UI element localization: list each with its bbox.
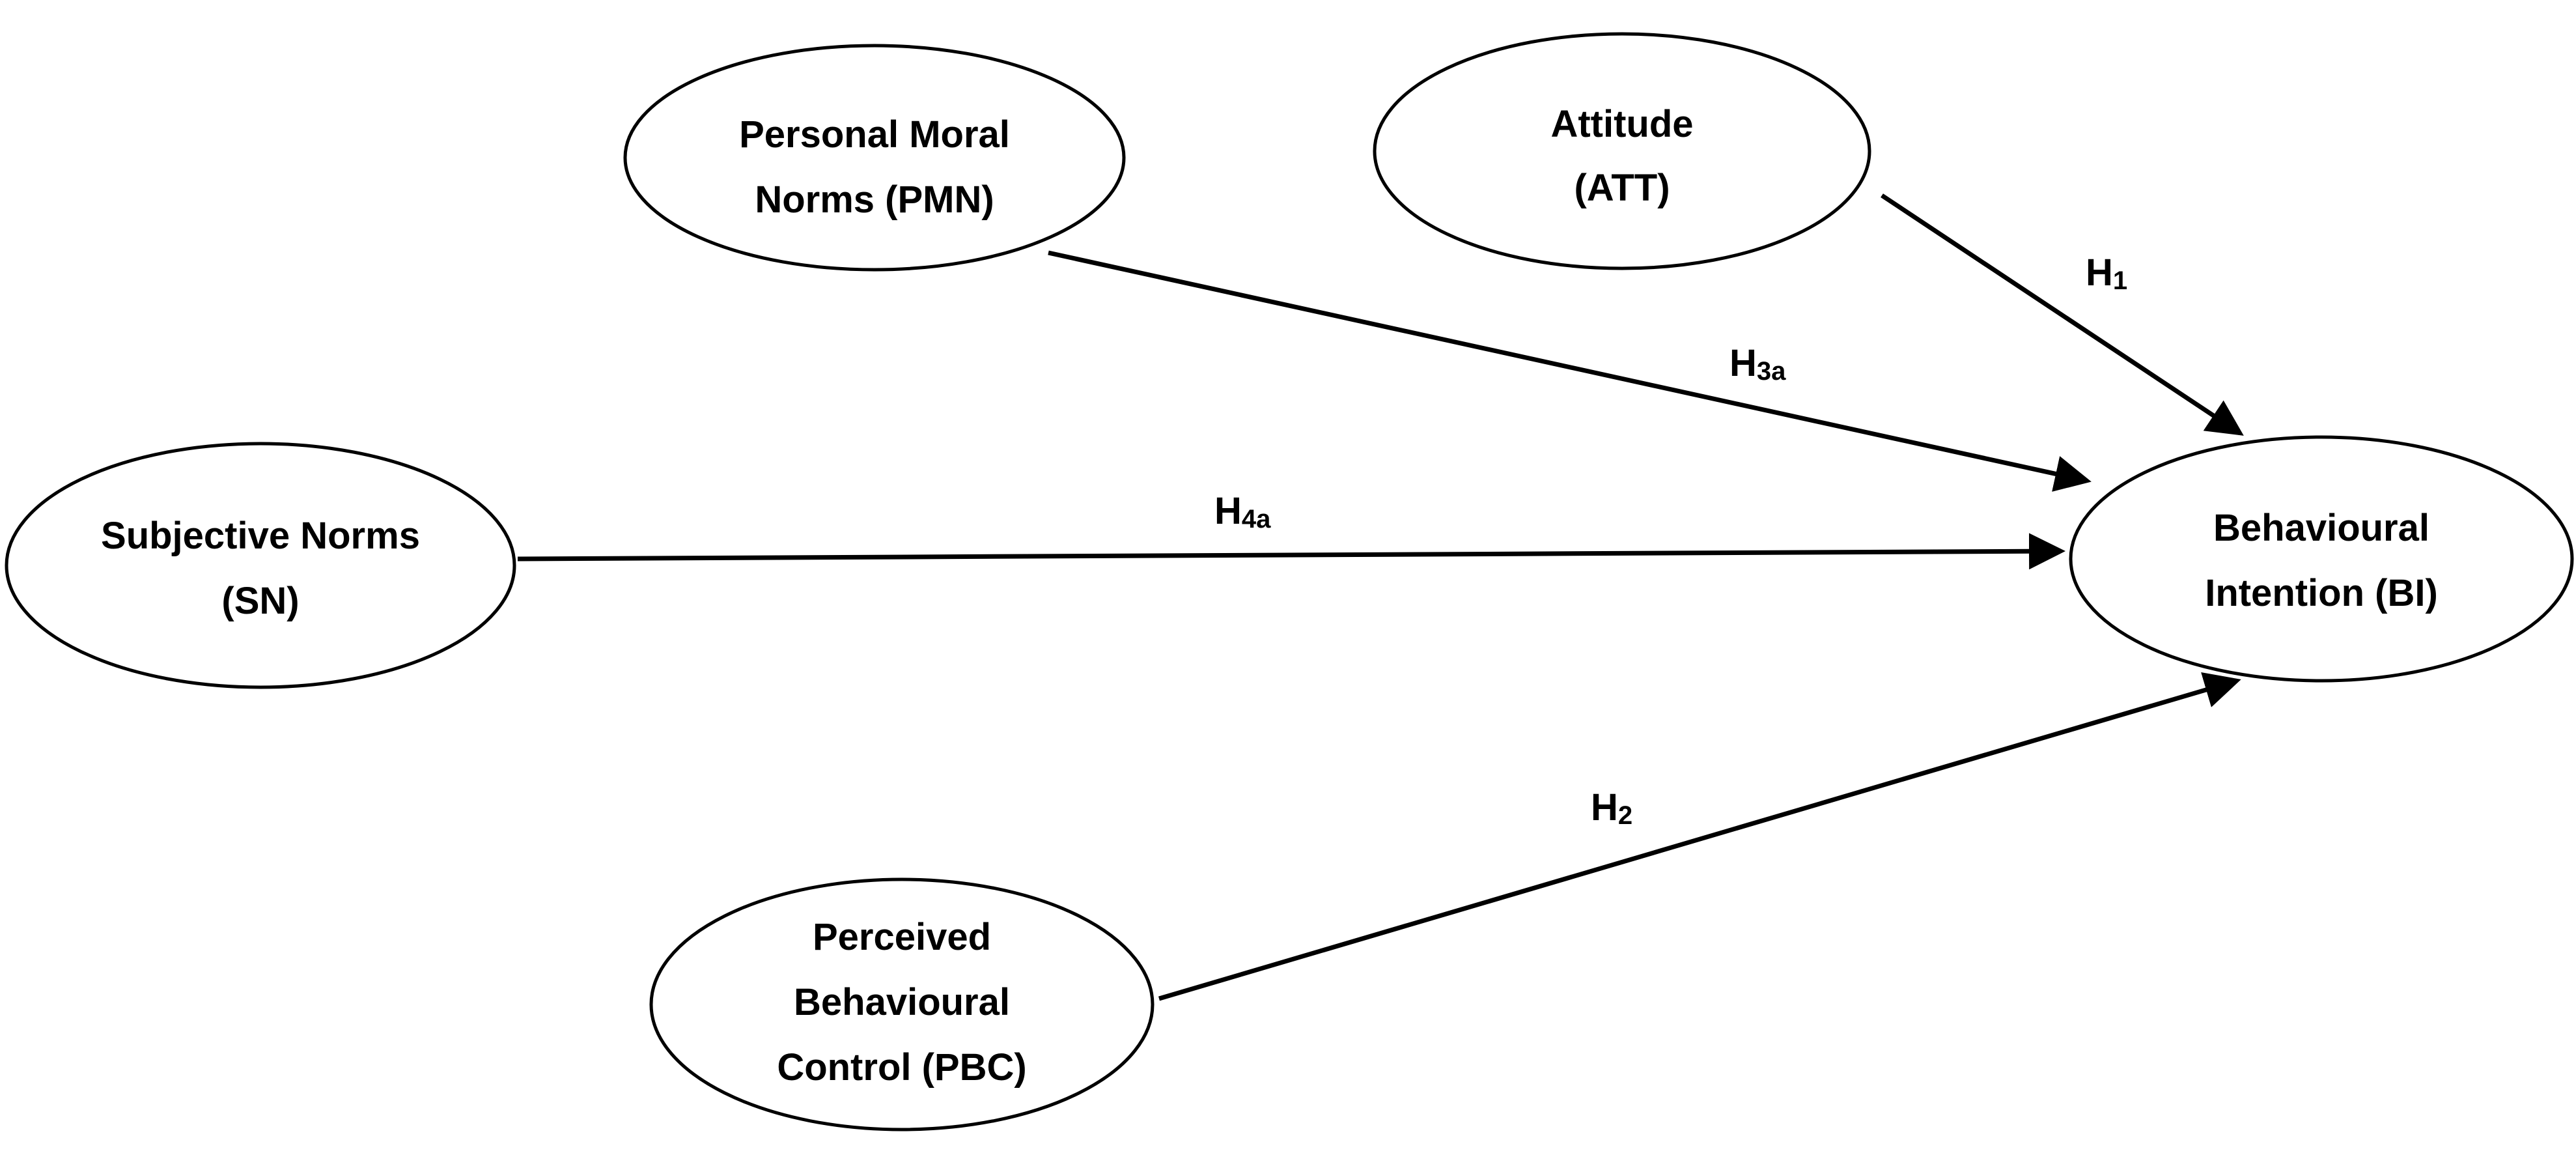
node-bi-label-line2: Intention (BI) [2205,572,2438,614]
node-sn-label-line2: (SN) [221,580,299,622]
node-attitude: Attitude (ATT) [1373,32,1871,270]
node-personal-moral-norms: Personal Moral Norms (PMN) [623,44,1126,272]
node-sn-label-line1: Subjective Norms [101,515,420,557]
node-att-label-line2: (ATT) [1574,167,1670,209]
node-pbc-label-line1: Perceived [813,916,991,958]
node-att-label-line1: Attitude [1550,103,1693,145]
node-bi-label-line1: Behavioural [2213,507,2429,549]
node-pmn-label-line2: Norms (PMN) [755,178,994,221]
node-pmn-label-line1: Personal Moral [739,113,1010,156]
edge-pmn-to-bi [1048,250,2092,492]
edge-pbc-to-bi [1158,672,2241,1001]
node-perceived-behavioural-control: Perceived Behavioural Control (PBC) [649,877,1155,1132]
edge-label-h2: H2 [1591,786,1632,830]
edge-att-to-bi [1881,193,2244,436]
edge-label-h3a: H3a [1729,342,1786,386]
edge-sn-to-bi [517,533,2065,570]
node-pbc-label-line2: Behavioural [794,981,1010,1023]
edge-label-h1: H1 [2086,251,2127,295]
node-behavioural-intention: Behavioural Intention (BI) [2069,435,2574,683]
node-pbc-label-line3: Control (PBC) [777,1046,1026,1089]
edge-label-h4a: H4a [1214,490,1271,534]
node-subjective-norms: Subjective Norms (SN) [5,442,516,689]
